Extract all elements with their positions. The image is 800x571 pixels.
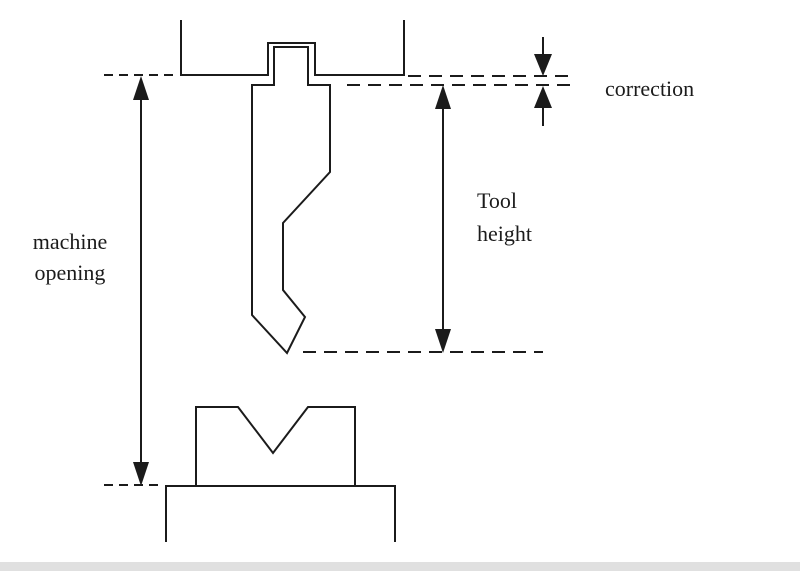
- footer-bar: [0, 562, 800, 571]
- machine-opening-dimension: [133, 76, 149, 486]
- punch-outline: [251, 46, 331, 355]
- tool-height-arrowhead-bottom-icon: [435, 329, 451, 353]
- correction-arrowhead-down-icon: [534, 54, 552, 76]
- upper-beam-outline: [180, 20, 405, 76]
- machine-opening-label: machine opening: [32, 229, 108, 285]
- correction-label: correction: [605, 76, 695, 101]
- tool-height-label: Tool height: [477, 188, 532, 246]
- tool-height-arrowhead-top-icon: [435, 85, 451, 109]
- correction-dimension: [534, 37, 552, 126]
- die-outline: [195, 406, 356, 486]
- correction-arrowhead-up-icon: [534, 86, 552, 108]
- machine-opening-arrowhead-top-icon: [133, 76, 149, 100]
- lower-beam-outline: [165, 485, 396, 542]
- tool-height-dimension: [435, 85, 451, 353]
- machine-opening-arrowhead-bottom-icon: [133, 462, 149, 486]
